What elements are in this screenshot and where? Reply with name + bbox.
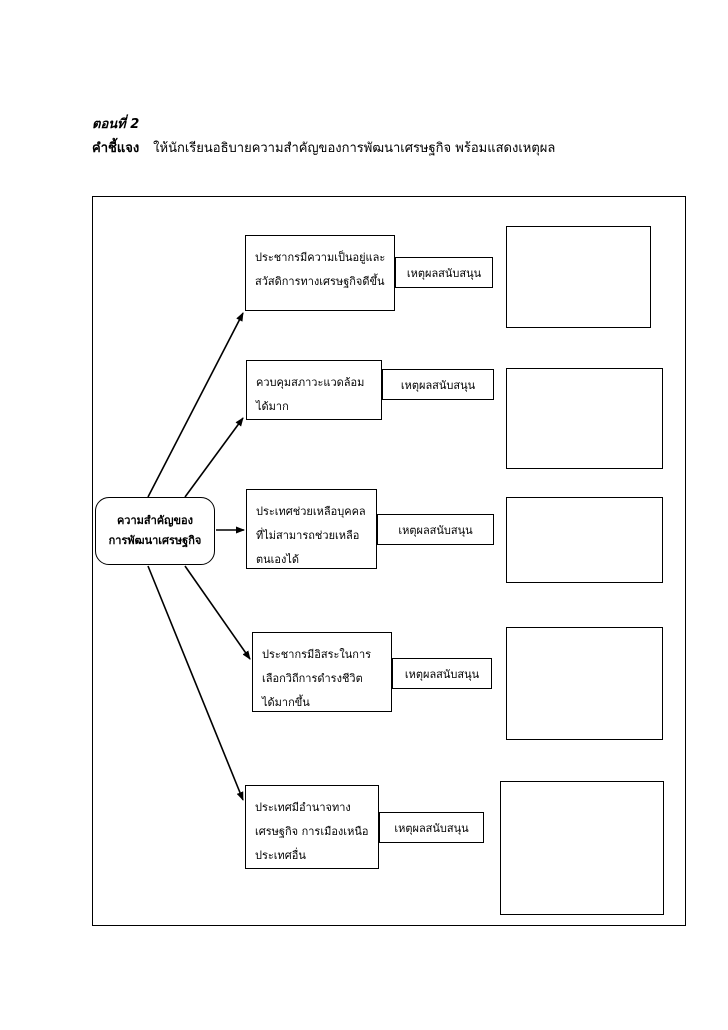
statement-line: ควบคุมสภาวะแวดล้อม xyxy=(256,376,365,389)
statement-box-2: ควบคุมสภาวะแวดล้อม ได้มาก xyxy=(246,360,382,420)
statement-line: เศรษฐกิจ การเมืองเหนือ xyxy=(255,825,369,838)
statement-line: สวัสดิการทางเศรษฐกิจดีขึ้น xyxy=(255,275,385,288)
reason-label-4: เหตุผลสนับสนุน xyxy=(392,658,492,689)
central-node: ความสำคัญของ การพัฒนาเศรษฐกิจ xyxy=(95,497,215,565)
central-node-line-2: การพัฒนาเศรษฐกิจ xyxy=(108,534,202,547)
statement-line: ได้มากขึ้น xyxy=(262,696,310,709)
worksheet-header: ตอนที่ 2 คำชี้แจง ให้นักเรียนอธิบายความส… xyxy=(92,116,692,158)
statement-line: เลือกวิถีการดำรงชีวิต xyxy=(262,672,363,685)
answer-box-1[interactable] xyxy=(506,226,651,328)
statement-line: ที่ไม่สามารถช่วยเหลือ xyxy=(256,529,360,542)
statement-line: ประชากรมีอิสระในการ xyxy=(262,648,372,661)
central-node-line-1: ความสำคัญของ xyxy=(116,514,194,527)
statement-line: ตนเองได้ xyxy=(256,553,300,566)
statement-line: ได้มาก xyxy=(256,400,289,413)
reason-label-1: เหตุผลสนับสนุน xyxy=(395,257,493,288)
statement-line: ประเทศช่วยเหลือบุคคล xyxy=(256,505,366,518)
instruction-label: คำชี้แจง xyxy=(92,141,140,156)
reason-label-5: เหตุผลสนับสนุน xyxy=(379,812,484,843)
statement-line: ประเทศอื่น xyxy=(255,849,306,862)
instruction-row: คำชี้แจง ให้นักเรียนอธิบายความสำคัญของกา… xyxy=(92,140,692,158)
answer-box-4[interactable] xyxy=(506,627,663,740)
statement-box-1: ประชากรมีความเป็นอยู่และ สวัสดิการทางเศร… xyxy=(245,235,395,311)
section-title: ตอนที่ 2 xyxy=(92,117,140,132)
statement-line: ประเทศมีอำนาจทาง xyxy=(255,801,351,814)
answer-box-2[interactable] xyxy=(506,368,663,469)
statement-line: ประชากรมีความเป็นอยู่และ xyxy=(255,251,386,264)
instruction-text: ให้นักเรียนอธิบายความสำคัญของการพัฒนาเศร… xyxy=(153,141,556,156)
reason-label-3: เหตุผลสนับสนุน xyxy=(377,514,494,545)
worksheet-frame xyxy=(92,196,686,926)
answer-box-3[interactable] xyxy=(506,497,663,583)
statement-box-5: ประเทศมีอำนาจทาง เศรษฐกิจ การเมืองเหนือ … xyxy=(245,785,379,869)
reason-label-2: เหตุผลสนับสนุน xyxy=(382,369,494,400)
answer-box-5[interactable] xyxy=(500,781,664,915)
statement-box-3: ประเทศช่วยเหลือบุคคล ที่ไม่สามารถช่วยเหล… xyxy=(246,489,377,569)
statement-box-4: ประชากรมีอิสระในการ เลือกวิถีการดำรงชีวิ… xyxy=(252,632,392,712)
